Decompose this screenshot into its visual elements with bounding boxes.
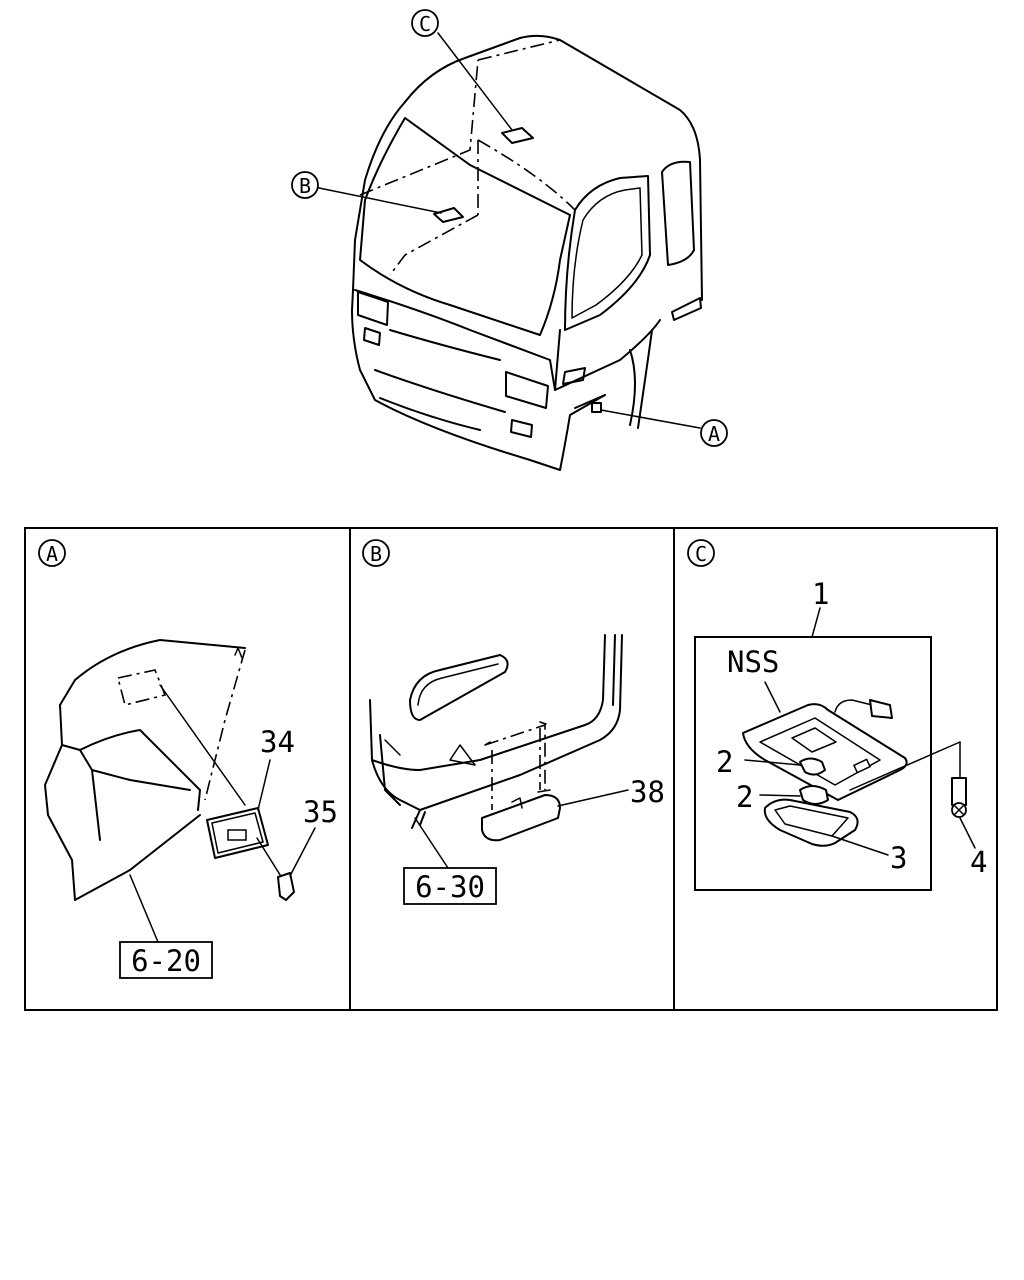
callout-b-leader bbox=[318, 187, 442, 214]
assembly-box bbox=[694, 636, 932, 891]
ref-box-6-30 bbox=[403, 867, 497, 905]
nss-label: NSS bbox=[727, 645, 779, 679]
panel-a-heading: A bbox=[46, 542, 58, 566]
detail-panels-frame bbox=[24, 527, 998, 1011]
callout-a-label: A bbox=[708, 422, 720, 446]
panel-c-heading: C bbox=[695, 542, 707, 566]
part-1-label: 1 bbox=[812, 577, 829, 611]
ref-box-6-20 bbox=[119, 941, 213, 979]
detail-panel-b: B 38 6-30 bbox=[362, 539, 665, 905]
part-34-label: 34 bbox=[260, 725, 295, 759]
part-2b-label: 2 bbox=[736, 780, 753, 814]
callout-c-label: C bbox=[419, 12, 431, 36]
part-35-label: 35 bbox=[303, 795, 338, 829]
callout-b-label: B bbox=[299, 174, 311, 198]
truck-cab-illustration bbox=[351, 34, 703, 471]
ref-6-30-label: 6-30 bbox=[415, 870, 485, 904]
part-38-label: 38 bbox=[630, 775, 665, 809]
callout-c-leader bbox=[437, 32, 513, 131]
callout-b: B bbox=[291, 171, 319, 199]
callout-c: C bbox=[411, 9, 439, 37]
part-3-label: 3 bbox=[890, 841, 907, 875]
part-2a-label: 2 bbox=[716, 745, 733, 779]
detail-panel-a: A 34 35 6-20 bbox=[38, 539, 338, 979]
part-4-label: 4 bbox=[970, 845, 987, 879]
panel-b-heading: B bbox=[370, 542, 382, 566]
detail-panel-c: C 1 NSS 2 2 3 4 bbox=[687, 539, 987, 891]
callout-a-leader bbox=[600, 409, 701, 429]
ref-6-20-label: 6-20 bbox=[131, 944, 201, 978]
callout-a: A bbox=[700, 419, 728, 447]
